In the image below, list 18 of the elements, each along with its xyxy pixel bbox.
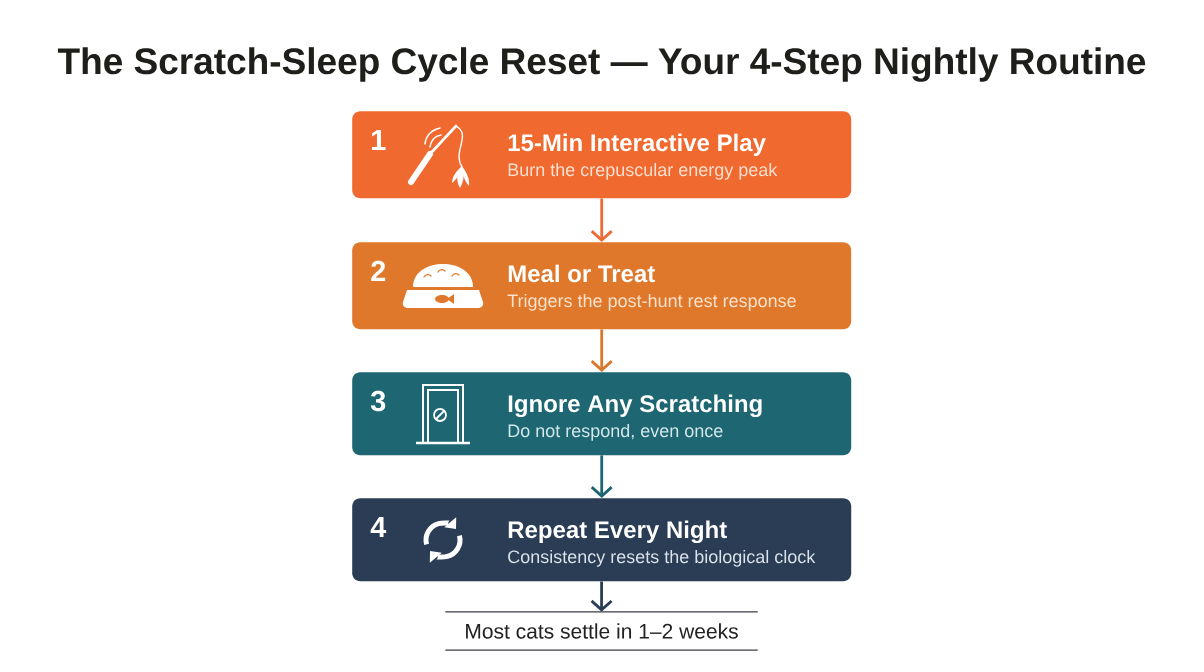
step-number: 1 — [372, 130, 386, 150]
step-heading: Repeat Every Night — [508, 520, 727, 544]
title: The Scratch-Sleep Cycle Reset — Your 4-Step Nightly Routine — [57, 47, 1146, 82]
arrow — [590, 198, 613, 242]
note-band: Most cats settle in 1–2 weeks — [444, 611, 759, 651]
arrow — [590, 455, 613, 498]
step-number: 2 — [371, 260, 386, 281]
step-number: 4 — [370, 517, 387, 537]
step-number: 3 — [370, 390, 386, 412]
arrow — [590, 329, 613, 372]
step-description: Triggers the post-hunt rest response — [507, 293, 796, 311]
step-heading: Meal or Treat — [508, 264, 655, 283]
step-description: Consistency resets the biological clock — [508, 549, 816, 567]
step-heading: 15-Min Interactive Play — [508, 133, 766, 156]
step-heading: Ignore Any Scratching — [508, 394, 762, 418]
step-description: Do not respond, even once — [508, 423, 723, 441]
step-description: Burn the crepuscular energy peak — [508, 162, 778, 180]
arrow — [590, 581, 613, 612]
